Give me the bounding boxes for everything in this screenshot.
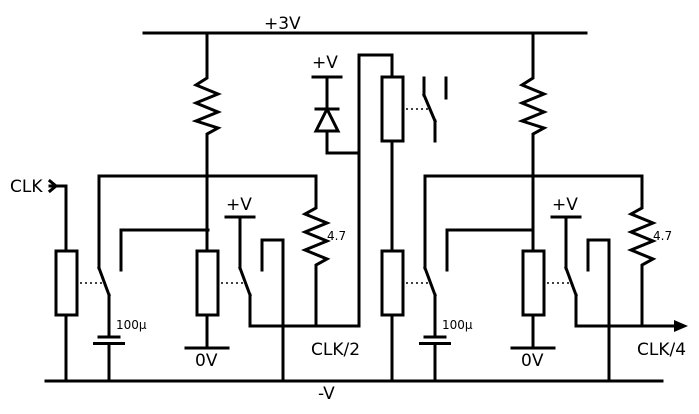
stage2-capacitor-value: 100µ xyxy=(442,318,473,332)
diode-plus-v-label: +V xyxy=(312,53,338,73)
diode-plus-v-symbol xyxy=(311,75,343,111)
stage2-contact-b xyxy=(547,238,688,383)
stage1-plus-v-label: +V xyxy=(226,195,252,215)
stage2-resistor-4-7 xyxy=(627,174,657,328)
stage1-ground-label: 0V xyxy=(195,351,218,371)
stage1-capacitor-value: 100µ xyxy=(116,318,147,332)
stage2-ground-label: 0V xyxy=(521,351,544,371)
stage1-contact-a xyxy=(80,174,210,339)
stage1-pullup-resistor xyxy=(191,31,222,252)
stage1-capacitor xyxy=(93,335,125,383)
center-relay-coil-top xyxy=(380,75,405,253)
stage2-relay-coil-b xyxy=(521,249,546,350)
clk-input-wire xyxy=(47,178,68,383)
stage1-contact-b xyxy=(221,238,361,383)
stage1-resistor-4-7 xyxy=(301,174,331,328)
supply-bottom-label: -V xyxy=(318,384,335,404)
stage2-resistor-value: 4.7 xyxy=(653,229,672,243)
supply-top-label: +3V xyxy=(264,14,301,34)
center-wire xyxy=(357,53,394,328)
stage2-relay-coil-a xyxy=(380,249,405,383)
stage1-plus-v-symbol xyxy=(224,215,256,270)
center-relay-contact xyxy=(406,76,448,143)
clk-input-label: CLK xyxy=(10,177,43,197)
stage2-pullup-resistor xyxy=(517,31,548,252)
stage2-plus-v-label: +V xyxy=(552,195,578,215)
stage2-contact-a xyxy=(406,174,535,339)
stage1-relay-coil-b xyxy=(195,249,220,350)
clk-half-output-label: CLK/2 xyxy=(311,340,360,360)
stage2-plus-v-symbol xyxy=(550,215,582,270)
stage2-capacitor xyxy=(419,335,451,383)
diode xyxy=(313,105,361,155)
clk-quarter-output-label: CLK/4 xyxy=(637,340,686,360)
stage1-resistor-value: 4.7 xyxy=(327,229,346,243)
stage1-relay-coil-a xyxy=(54,249,79,317)
